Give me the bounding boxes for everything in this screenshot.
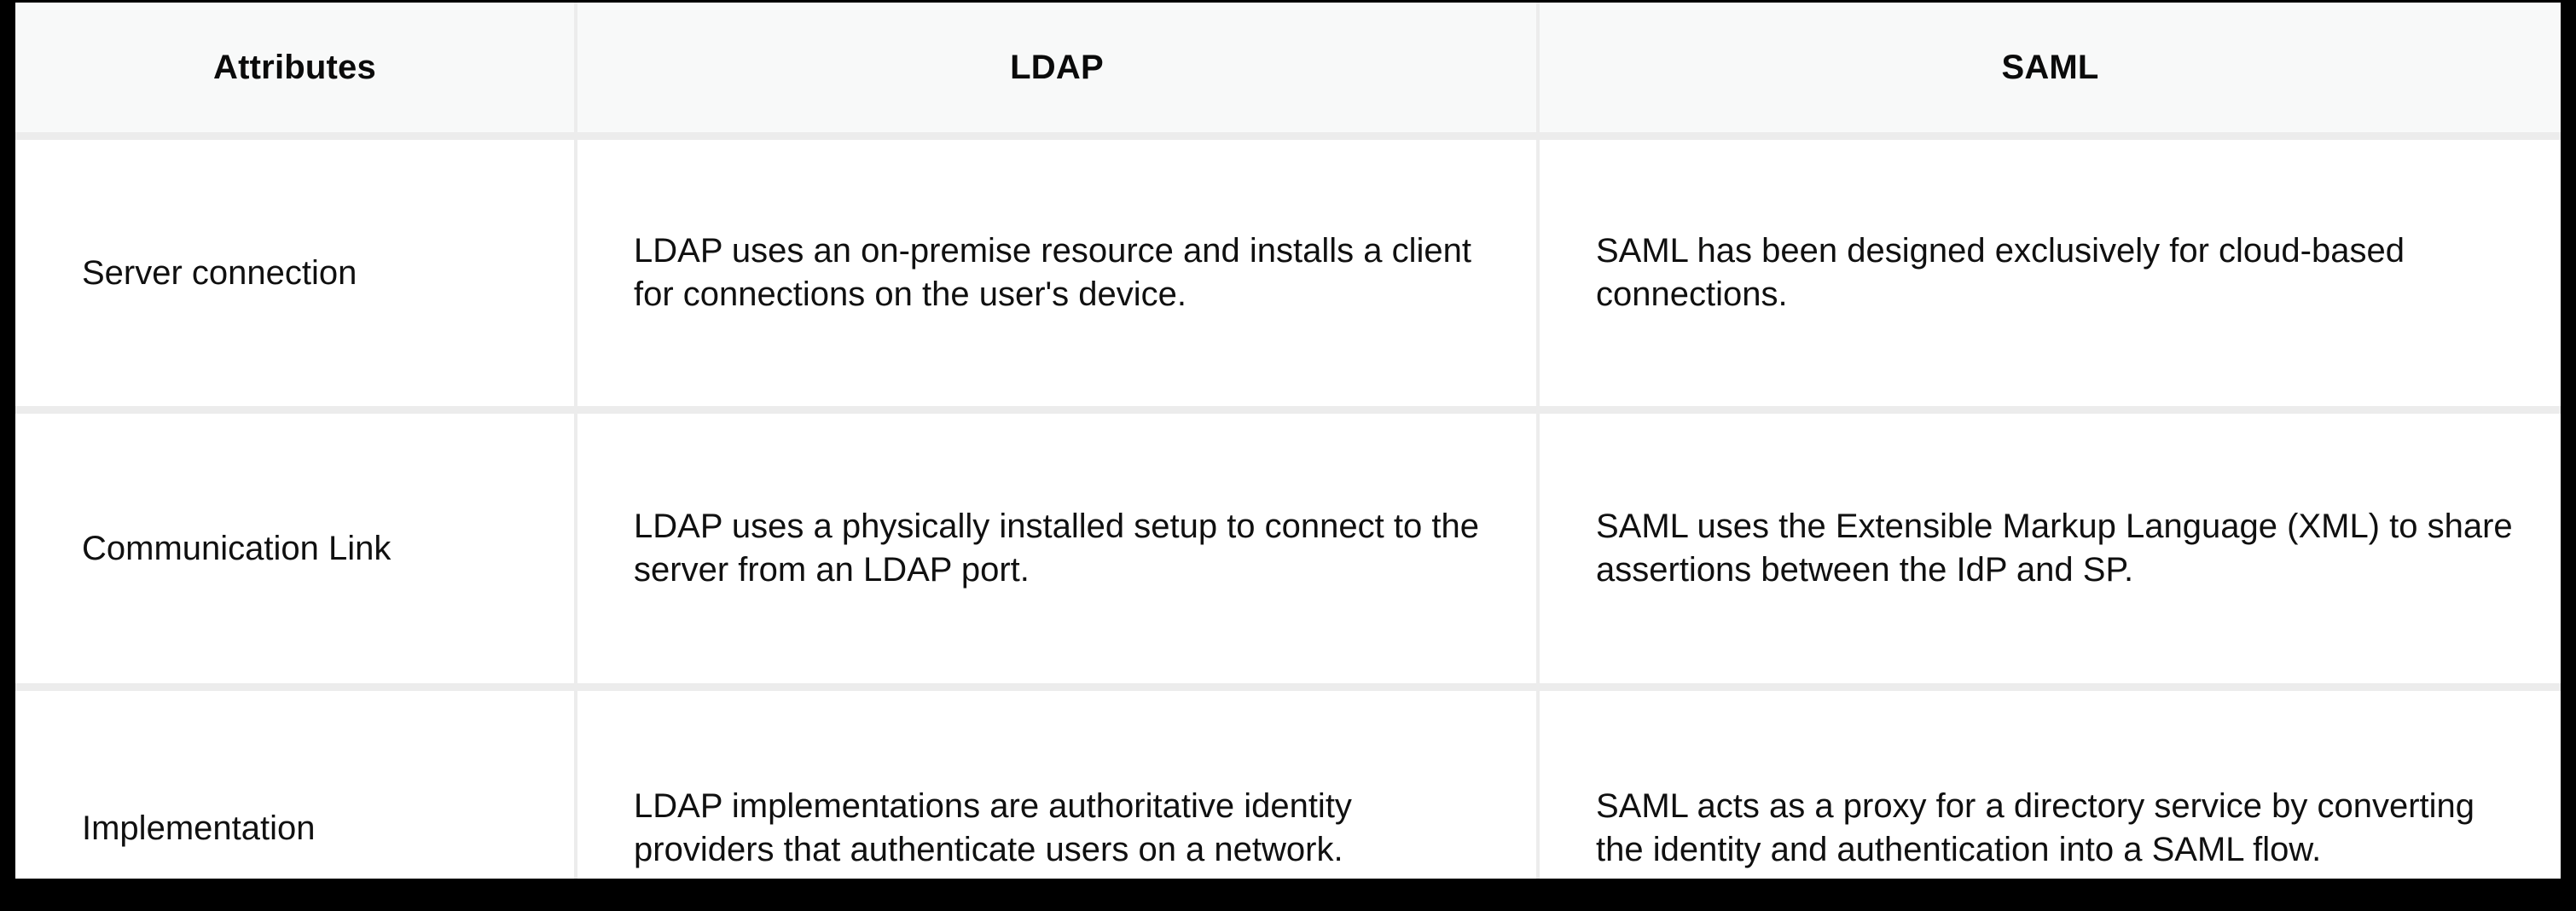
table-row: Implementation LDAP implementations are … bbox=[15, 687, 2561, 879]
ldap-description: LDAP uses a physically installed setup t… bbox=[634, 507, 1479, 589]
ldap-description: LDAP implementations are authoritative i… bbox=[634, 786, 1352, 868]
table-row: Server connection LDAP uses an on-premis… bbox=[15, 136, 2561, 414]
cell-ldap: LDAP uses a physically installed setup t… bbox=[576, 409, 1540, 691]
ldap-vs-saml-comparison-table: Attributes LDAP SAML Server connection L… bbox=[15, 3, 2561, 879]
cell-attribute: Implementation bbox=[15, 687, 577, 879]
table-header: Attributes LDAP SAML bbox=[15, 3, 2561, 140]
column-header-attributes: Attributes bbox=[15, 3, 577, 140]
saml-description: SAML acts as a proxy for a directory ser… bbox=[1596, 786, 2475, 868]
table-surface: Attributes LDAP SAML Server connection L… bbox=[15, 3, 2561, 879]
column-header-ldap: LDAP bbox=[576, 3, 1540, 140]
column-header-saml: SAML bbox=[1538, 3, 2561, 140]
cell-saml: SAML uses the Extensible Markup Language… bbox=[1538, 409, 2561, 691]
table-row: Communication Link LDAP uses a physicall… bbox=[15, 409, 2561, 691]
saml-description: SAML has been designed exclusively for c… bbox=[1596, 231, 2405, 313]
cell-saml: SAML has been designed exclusively for c… bbox=[1538, 136, 2561, 414]
table-header-row: Attributes LDAP SAML bbox=[15, 3, 2561, 140]
ldap-description: LDAP uses an on-premise resource and ins… bbox=[634, 231, 1471, 313]
cell-attribute: Server connection bbox=[15, 136, 577, 414]
attribute-label: Communication Link bbox=[82, 530, 392, 567]
cell-ldap: LDAP uses an on-premise resource and ins… bbox=[576, 136, 1540, 414]
cell-saml: SAML acts as a proxy for a directory ser… bbox=[1538, 687, 2561, 879]
table-body: Server connection LDAP uses an on-premis… bbox=[15, 136, 2561, 879]
cell-attribute: Communication Link bbox=[15, 409, 577, 691]
attribute-label: Implementation bbox=[82, 809, 316, 847]
saml-description: SAML uses the Extensible Markup Language… bbox=[1596, 507, 2513, 589]
attribute-label: Server connection bbox=[82, 254, 357, 292]
cell-ldap: LDAP implementations are authoritative i… bbox=[576, 687, 1540, 879]
